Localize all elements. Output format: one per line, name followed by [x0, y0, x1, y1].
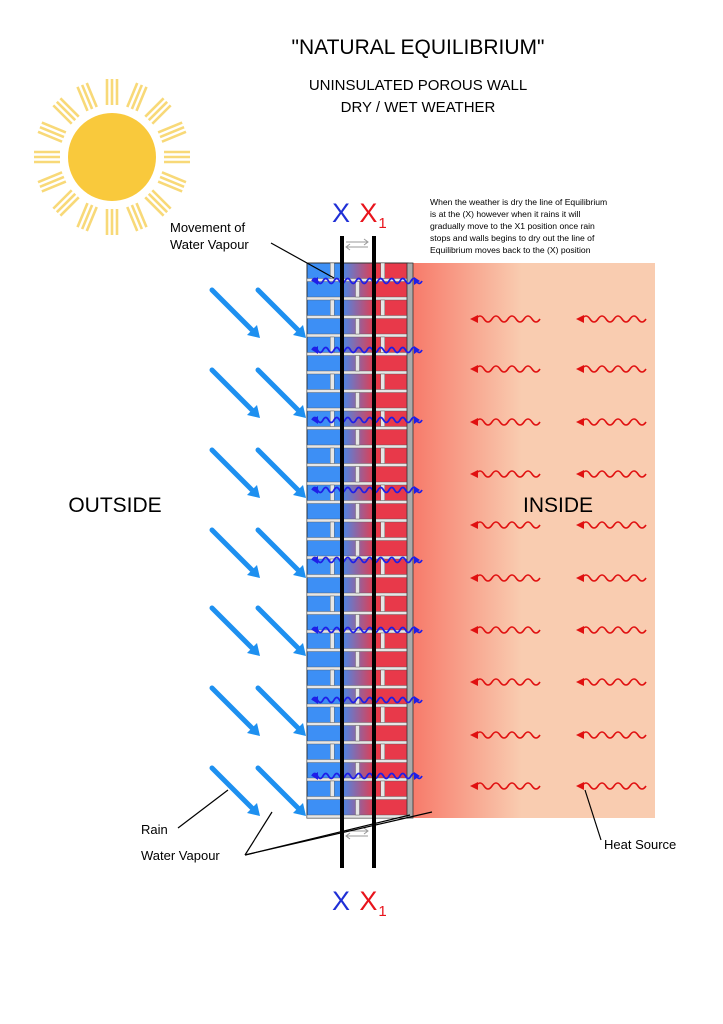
heat-wave-arrow-icon [576, 521, 647, 529]
heat-wave-arrow-icon [470, 418, 541, 426]
sun-ray [76, 82, 98, 112]
sun-ray [52, 189, 80, 217]
heat-wave-arrow-icon [576, 678, 647, 686]
vapour-wave-arrow-icon [311, 346, 423, 354]
water-vapour-label: Water Vapour [141, 848, 220, 863]
outside-label: OUTSIDE [68, 494, 161, 517]
note-line-2: is at the (X) however when it rains it w… [430, 209, 581, 219]
subtitle-line-1: UNINSULATED POROUS WALL [309, 77, 527, 94]
vapour-wave-arrow-icon [311, 416, 423, 424]
shift-arrow-icon [345, 238, 369, 251]
inside-label: INSIDE [523, 494, 593, 517]
note-line-5: Equilibrium moves back to the (X) positi… [430, 245, 591, 255]
vapour-wave-arrow-icon [311, 277, 423, 285]
heat-wave-arrow-icon [470, 365, 541, 373]
rain-arrow-icon [255, 287, 306, 338]
vapour-wave-arrow-icon [311, 486, 423, 494]
heat-wave-arrow-icon [576, 782, 647, 790]
heat-wave-arrow-icon [576, 574, 647, 582]
vapour-wave-arrow-icon [311, 626, 423, 634]
sun-ray [144, 189, 172, 217]
sun-ray [157, 121, 187, 143]
heat-wave-arrow-icon [470, 678, 541, 686]
sun-ray [126, 82, 148, 112]
sun-ray [37, 171, 67, 193]
rain-arrow-icon [255, 447, 306, 498]
subtitle-line-2: DRY / WET WEATHER [341, 99, 496, 116]
heat-wave-arrow-icon [576, 315, 647, 323]
rain-arrow-icon [209, 447, 260, 498]
vapour-wave-arrow-icon [311, 556, 423, 564]
heat-wave-arrow-icon [470, 574, 541, 582]
heat-wave-arrow-icon [470, 782, 541, 790]
heat-wave-arrow-icon [470, 521, 541, 529]
heat-wave-arrow-icon [576, 418, 647, 426]
movement-label-line-2: Water Vapour [170, 237, 249, 252]
sun-ray [105, 209, 119, 235]
label-x1-top: X1 [359, 198, 386, 232]
label-x-top: X [332, 198, 350, 228]
vapour-leader-line-3 [244, 811, 433, 856]
heat-source-leader-line [584, 789, 602, 841]
rain-arrow-icon [209, 287, 260, 338]
heat-source-label: Heat Source [604, 837, 676, 852]
sun-ray [37, 121, 67, 143]
equilibrium-note: When the weather is dry the line of Equi… [430, 197, 607, 255]
page-title: "NATURAL EQUILIBRIUM" [292, 36, 545, 59]
rain-arrows [209, 287, 306, 816]
vapour-wave-arrow-icon [311, 696, 423, 704]
vapour-wave-arrow-icon [311, 772, 423, 780]
heat-wave-arrow-icon [470, 470, 541, 478]
heat-arrows [470, 315, 647, 790]
rain-arrow-icon [209, 367, 260, 418]
rain-leader-line [177, 789, 229, 829]
rain-arrow-icon [255, 367, 306, 418]
rain-label: Rain [141, 822, 168, 837]
sun-ray [34, 150, 60, 164]
heat-wave-arrow-icon [576, 626, 647, 634]
rain-arrow-icon [255, 605, 306, 656]
heat-wave-arrow-icon [576, 365, 647, 373]
note-line-4: stops and walls begins to dry out the li… [430, 233, 595, 243]
rain-arrow-icon [209, 685, 260, 736]
sun-disc [68, 113, 156, 201]
sun-ray [164, 150, 190, 164]
rain-arrow-icon [209, 765, 260, 816]
heat-wave-arrow-icon [470, 731, 541, 739]
sun-ray [144, 97, 172, 125]
heat-wave-arrow-icon [576, 731, 647, 739]
heat-wave-arrow-icon [576, 470, 647, 478]
sun-ray [105, 79, 119, 105]
wall-plaster-layer [406, 262, 414, 819]
movement-label-line-1: Movement of [170, 220, 246, 235]
rain-arrow-icon [255, 685, 306, 736]
heat-wave-arrow-icon [470, 626, 541, 634]
rain-arrow-icon [209, 527, 260, 578]
vapour-wave-arrows [311, 277, 423, 780]
label-x-bottom: X [332, 886, 350, 916]
note-line-3: gradually move to the X1 position once r… [430, 221, 595, 231]
rain-arrow-icon [255, 765, 306, 816]
rain-arrow-icon [255, 527, 306, 578]
heat-wave-arrow-icon [470, 315, 541, 323]
vapour-leader-line-1 [244, 811, 273, 856]
sun-ray [126, 202, 148, 232]
sun-ray [76, 202, 98, 232]
sun-ray [157, 171, 187, 193]
movement-leader-line [270, 242, 335, 279]
porous-wall [306, 262, 414, 819]
rain-arrow-icon [209, 605, 260, 656]
inside-area [412, 263, 655, 818]
sun-icon [34, 79, 190, 235]
sun-ray [52, 97, 80, 125]
note-line-1: When the weather is dry the line of Equi… [430, 197, 607, 207]
label-x1-bottom: X1 [359, 886, 386, 920]
